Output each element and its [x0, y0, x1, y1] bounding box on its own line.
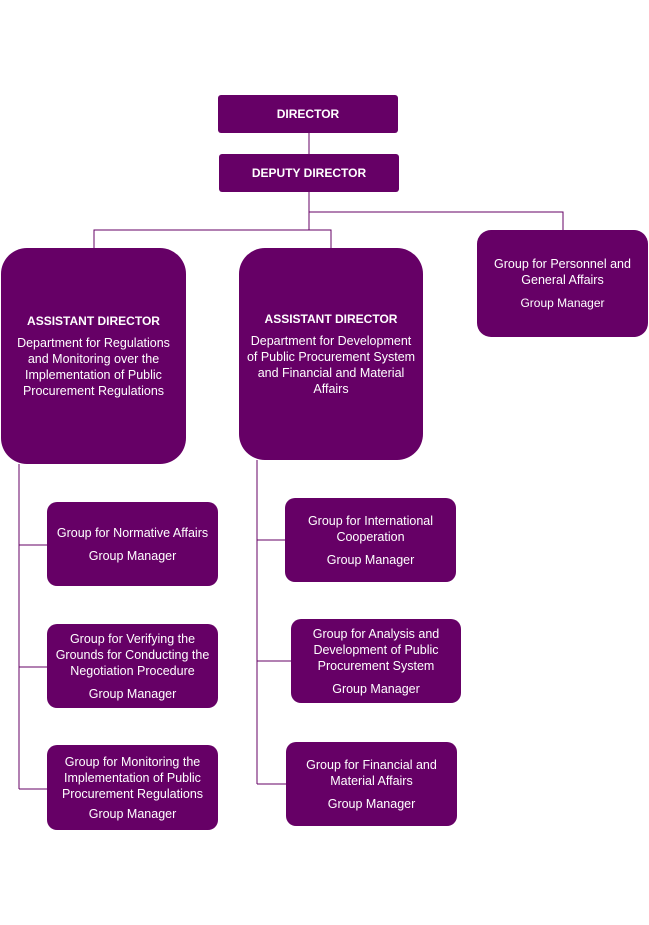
group-manager: Group Manager — [88, 686, 177, 701]
group-international-cooperation-box: Group for International Cooperation Grou… — [285, 498, 456, 582]
personnel-group-box: Group for Personnel and General Affairs … — [477, 230, 648, 337]
group-name: Group for Financial and Material Affairs — [306, 757, 437, 788]
personnel-group-name: Group for Personnel and General Affairs — [494, 257, 631, 287]
connector-assistants-bar — [93, 229, 332, 248]
group-name: Group for Monitoring the Implementation … — [61, 754, 204, 801]
group-financial-material-box: Group for Financial and Material Affairs… — [286, 742, 457, 826]
group-manager: Group Manager — [326, 552, 415, 567]
group-negotiation-procedure-box: Group for Verifying the Grounds for Cond… — [47, 624, 218, 708]
group-name: Group for International Cooperation — [307, 513, 434, 544]
group-monitoring-implementation-box: Group for Monitoring the Implementation … — [47, 745, 218, 830]
group-name: Group for Verifying the Grounds for Cond… — [55, 631, 210, 678]
group-normative-affairs-box: Group for Normative Affairs Group Manage… — [47, 502, 218, 586]
assistant-director-right-desc: Department for Development of Public Pro… — [246, 333, 416, 396]
deputy-director-box: DEPUTY DIRECTOR — [219, 154, 399, 192]
group-manager: Group Manager — [332, 681, 420, 696]
assistant-director-left-title: ASSISTANT DIRECTOR — [27, 313, 160, 328]
assistant-director-right-box: ASSISTANT DIRECTOR Department for Develo… — [239, 248, 423, 460]
connector-deputy-personnel — [309, 211, 564, 230]
group-analysis-development-box: Group for Analysis and Development of Pu… — [291, 619, 461, 703]
group-manager: Group Manager — [88, 806, 177, 821]
group-manager: Group Manager — [88, 548, 177, 563]
director-title: DIRECTOR — [276, 106, 340, 121]
assistant-director-left-box: ASSISTANT DIRECTOR Department for Regula… — [1, 248, 186, 464]
personnel-group-manager: Group Manager — [520, 296, 605, 310]
director-box: DIRECTOR — [218, 95, 398, 133]
assistant-director-right-title: ASSISTANT DIRECTOR — [264, 311, 398, 326]
group-name: Group for Normative Affairs — [56, 525, 209, 540]
group-name: Group for Analysis and Development of Pu… — [312, 626, 440, 673]
group-manager: Group Manager — [327, 796, 416, 811]
assistant-director-left-desc: Department for Regulations and Monitorin… — [17, 335, 170, 398]
deputy-director-title: DEPUTY DIRECTOR — [251, 165, 367, 180]
